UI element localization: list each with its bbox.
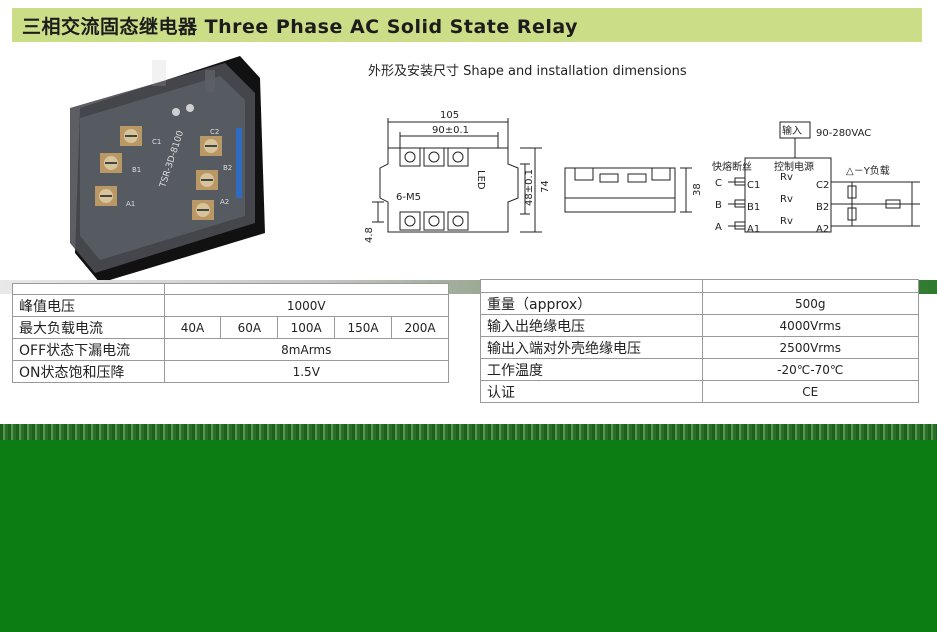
spec-table-left: 峰值电压 1000V 最大负载电流 40A 60A 100A 150A 200A… [12, 283, 450, 383]
row-value: 60A [220, 316, 279, 339]
row-value: 200A [391, 316, 449, 339]
row-label: 重量（approx） [480, 292, 703, 315]
table-row [480, 279, 920, 293]
table-row: 认证 CE [480, 380, 920, 403]
terminal-label: B2 [223, 164, 232, 172]
terminal-screw [100, 153, 122, 173]
table-row: 峰值电压 1000V [12, 294, 450, 317]
row-value: 500g [701, 292, 920, 315]
terminal-label: C1 [152, 138, 161, 146]
row-value: -20℃-70℃ [701, 358, 920, 381]
relay-blue-stripe [236, 128, 242, 198]
row-label: ON状态饱和压降 [12, 360, 165, 383]
relay-product-photo: TSR-3D-8100 C1 C2 B1 B2 A1 A2 [70, 56, 265, 283]
wiring-terminal-c: C [715, 178, 722, 189]
wiring-c1: C1 [747, 180, 760, 191]
table-row: 输出入端对外壳绝缘电压 2500Vrms [480, 336, 920, 359]
wiring-c2: C2 [816, 180, 829, 191]
wiring-terminal-b: B [715, 200, 722, 211]
title-bar: 三相交流固态继电器 Three Phase AC Solid State Rel… [12, 8, 922, 42]
dim-led: LED [475, 170, 486, 190]
row-label: 峰值电压 [12, 294, 165, 317]
dim-12: 12 [360, 207, 363, 220]
table-row [12, 283, 450, 295]
relay-ear [152, 60, 166, 86]
dim-4-8: 4.8 [364, 227, 375, 243]
shape-caption: 外形及安装尺寸 Shape and installation dimension… [368, 64, 687, 79]
wiring-terminal-a: A [715, 222, 722, 233]
row-label: 工作温度 [480, 358, 703, 381]
terminal-screw [200, 136, 222, 156]
wiring-b1: B1 [747, 202, 760, 213]
row-value: CE [701, 380, 920, 403]
row-value: 1.5V [163, 360, 450, 383]
row-value: 150A [334, 316, 393, 339]
terminal-label: A1 [126, 200, 135, 208]
wiring-fuse-label: 快熔断丝 [712, 160, 752, 173]
terminal-screw [192, 200, 214, 220]
wiring-input-label: 输入 [782, 124, 802, 137]
table-row: ON状态饱和压降 1.5V [12, 360, 450, 383]
top-view [372, 118, 542, 233]
wiring-load-label: △－Y负载 [846, 164, 890, 177]
row-label: OFF状态下漏电流 [12, 338, 165, 361]
table-row: 输入出绝缘电压 4000Vrms [480, 314, 920, 337]
row-value: 1000V [163, 294, 450, 317]
dimension-drawing: 105 90±0.1 74 48±0.1 6-M5 LED 12 4.8 38 … [360, 110, 920, 243]
table-row: 工作温度 -20℃-70℃ [480, 358, 920, 381]
dim-hole-spacing-width: 90±0.1 [432, 125, 469, 136]
terminal-screw [95, 186, 117, 206]
row-value: 100A [277, 316, 336, 339]
dim-height-total: 74 [540, 180, 551, 193]
row-value: 8mArms [163, 338, 450, 361]
wiring-voltage: 90-280VAC [816, 128, 871, 139]
row-label: 输出入端对外壳绝缘电压 [480, 336, 703, 359]
row-label: 输入出绝缘电压 [480, 314, 703, 337]
terminal-screw [196, 170, 218, 190]
table-row: 重量（approx） 500g [480, 292, 920, 315]
wiring-a1: A1 [747, 224, 760, 235]
row-label: 认证 [480, 380, 703, 403]
dim-thickness: 38 [692, 183, 703, 196]
terminal-screw [120, 126, 142, 146]
wiring-diagram [728, 121, 920, 233]
row-value: 40A [163, 316, 222, 339]
table-row: OFF状态下漏电流 8mArms [12, 338, 450, 361]
wiring-b2: B2 [816, 202, 829, 213]
terminal-label: C2 [210, 128, 219, 136]
dim-width-total: 105 [440, 110, 459, 121]
row-value: 4000Vrms [701, 314, 920, 337]
wiring-rv: Rv [780, 172, 793, 183]
terminal-label: B1 [132, 166, 141, 174]
wiring-rv: Rv [780, 194, 793, 205]
dim-hole-spacing-height: 48±0.1 [524, 169, 535, 206]
wiring-control-label: 控制电源 [774, 160, 814, 173]
row-value: 2500Vrms [701, 336, 920, 359]
footer-stripe [0, 424, 937, 440]
page-title: 三相交流固态继电器 Three Phase AC Solid State Rel… [22, 15, 579, 38]
dim-screw: 6-M5 [396, 192, 421, 203]
terminal-label: A2 [220, 198, 229, 206]
wiring-a2: A2 [816, 224, 829, 235]
footer-background [0, 440, 937, 632]
wiring-rv: Rv [780, 216, 793, 227]
spec-table-right: 重量（approx） 500g 输入出绝缘电压 4000Vrms 输出入端对外壳… [480, 279, 920, 403]
side-view [564, 167, 692, 213]
row-label: 最大负载电流 [12, 316, 165, 339]
table-row: 最大负载电流 40A 60A 100A 150A 200A [12, 316, 449, 339]
